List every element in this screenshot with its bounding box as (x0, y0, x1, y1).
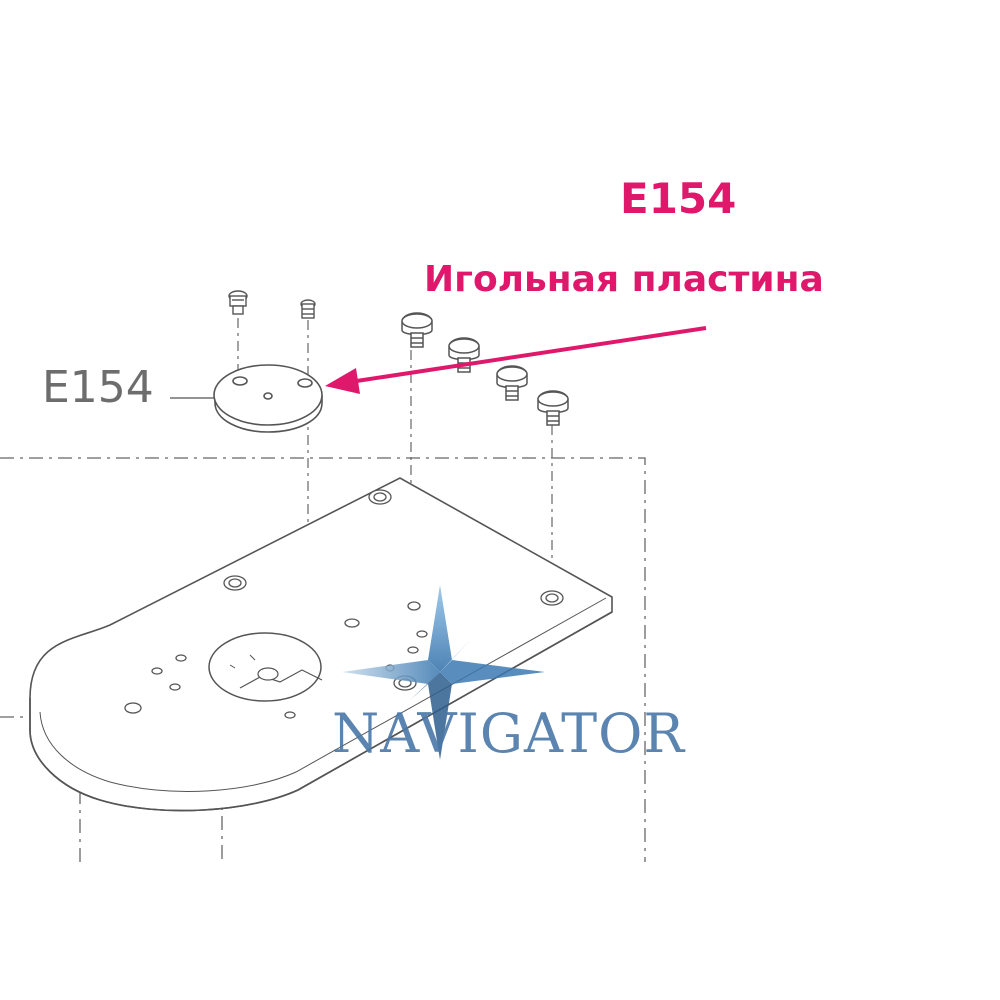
callout-arrow (325, 326, 707, 394)
plate-holes (124, 489, 564, 719)
bed-screws (401, 312, 569, 426)
callout-part-name: Игольная пластина (424, 259, 824, 300)
callout-part-code: E154 (620, 174, 737, 223)
navigator-watermark: NAVIGATOR (332, 702, 686, 765)
compass-star-icon (342, 585, 545, 760)
plate-screws (228, 290, 316, 319)
bed-plate (29, 477, 613, 812)
needle-plate-part (213, 364, 323, 433)
part-number-label: E154 (42, 362, 154, 413)
